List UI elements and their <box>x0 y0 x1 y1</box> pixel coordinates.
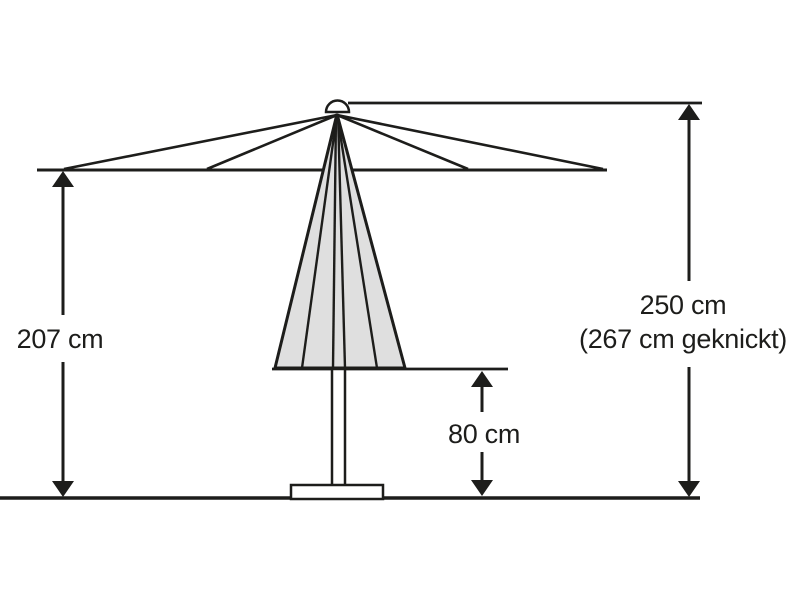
canopy-rib-left-inner <box>206 113 338 171</box>
canopy-rib-right-outer <box>336 113 604 171</box>
arrowhead-up-icon <box>678 104 700 120</box>
arrowhead-down-icon <box>52 481 74 497</box>
arrowhead-up-icon <box>52 171 74 187</box>
canopy-fold-line-3 <box>336 113 347 369</box>
dimension-arrow-right <box>678 104 700 497</box>
canopy-rib-right-inner <box>336 113 469 171</box>
canopy-fold-line-4 <box>335 113 379 369</box>
arrowhead-down-icon <box>471 480 493 496</box>
arrowhead-down-icon <box>678 481 700 497</box>
dimension-arrow-clearance <box>471 371 493 496</box>
umbrella-pole <box>330 367 347 490</box>
canopy-fold-line-2 <box>331 113 338 369</box>
label-total-height-line2: (267 cm geknickt) <box>579 324 787 354</box>
dimension-arrow-left <box>52 171 74 497</box>
base-plate <box>289 483 385 501</box>
canopy-fold-line-1 <box>300 113 339 369</box>
label-clearance-height: 80 cm <box>447 419 521 449</box>
umbrella-finial <box>324 99 351 114</box>
drawing-root <box>0 99 702 501</box>
label-height-to-canopy: 207 cm <box>16 324 104 354</box>
canopy-rib-left-outer <box>63 113 338 171</box>
arrowhead-up-icon <box>471 371 493 387</box>
label-total-height: 250 cm (267 cm geknickt) <box>579 288 787 356</box>
label-total-height-line1: 250 cm <box>639 290 727 320</box>
